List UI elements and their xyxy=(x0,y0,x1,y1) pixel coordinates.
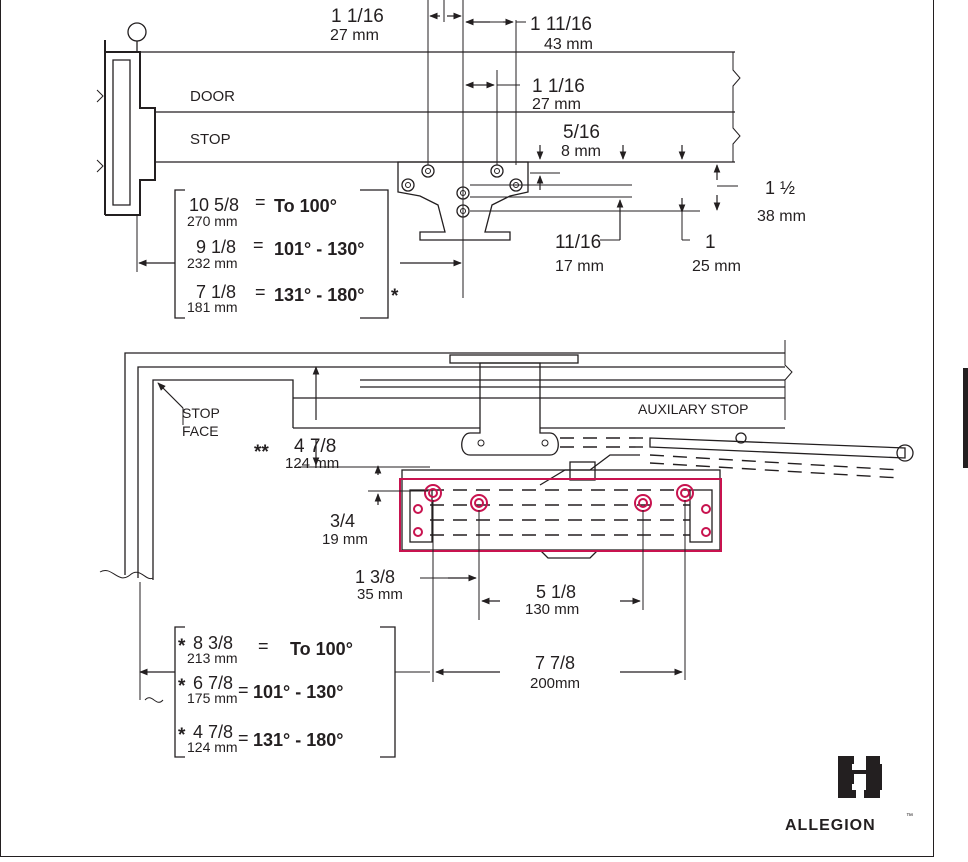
svg-text:8 3/8: 8 3/8 xyxy=(193,633,233,653)
svg-text:=: = xyxy=(238,728,249,748)
table-row: 9 1/8 232 mm = 101° - 130° xyxy=(187,235,364,271)
stop-label: STOP xyxy=(190,131,231,148)
allegion-logo-icon xyxy=(838,756,882,798)
svg-text:4 7/8: 4 7/8 xyxy=(193,722,233,742)
svg-text:131° - 180°: 131° - 180° xyxy=(274,285,364,305)
dim-b-metric: 43 mm xyxy=(544,36,593,53)
stop-face-label: STOP xyxy=(182,405,220,421)
stop-face-label-2: FACE xyxy=(182,423,219,439)
svg-text:To 100°: To 100° xyxy=(290,639,353,659)
dim-height-metric: 124 mm xyxy=(285,455,339,472)
dim-c-metric: 27 mm xyxy=(532,96,581,113)
table-row: * 4 7/8 124 mm = 131° - 180° xyxy=(178,722,343,755)
table-row: * 8 3/8 213 mm = To 100° xyxy=(178,633,353,666)
top-arm-table: 10 5/8 270 mm = To 100° 9 1/8 232 mm = 1… xyxy=(187,192,399,315)
svg-text:10 5/8: 10 5/8 xyxy=(189,195,239,215)
bottom-arm-table: * 8 3/8 213 mm = To 100° * 6 7/8 175 mm … xyxy=(178,633,353,755)
dim-e-imperial: 1 ½ xyxy=(765,178,795,198)
dim-g-imperial: 1 xyxy=(705,232,716,253)
top-view-labels: 1 1/16 27 mm 1 11/16 43 mm DOOR 1 1/16 2… xyxy=(190,6,806,275)
dim-long-metric: 200mm xyxy=(530,675,580,692)
table-row: 7 1/8 181 mm = 131° - 180° * xyxy=(187,282,399,315)
svg-text:=: = xyxy=(238,680,249,700)
svg-text:232 mm: 232 mm xyxy=(187,255,238,271)
svg-text:213 mm: 213 mm xyxy=(187,650,238,666)
dim-height-stars: ** xyxy=(254,442,269,463)
svg-text:270 mm: 270 mm xyxy=(187,213,238,229)
dim-c-imperial: 1 1/16 xyxy=(532,76,585,97)
svg-text:*: * xyxy=(391,286,399,307)
svg-text:175 mm: 175 mm xyxy=(187,690,238,706)
table-row: 10 5/8 270 mm = To 100° xyxy=(187,192,337,229)
bracket-screw-holes xyxy=(401,164,523,218)
auxiliary-stop-label: AUXILARY STOP xyxy=(638,401,749,417)
dim-small-metric: 19 mm xyxy=(322,531,368,548)
svg-text:=: = xyxy=(253,235,264,255)
dim-mid-metric: 130 mm xyxy=(525,601,579,618)
table-row: * 6 7/8 175 mm = 101° - 130° xyxy=(178,673,343,706)
svg-text:101° - 130°: 101° - 130° xyxy=(253,682,343,702)
svg-text:124 mm: 124 mm xyxy=(187,739,238,755)
dim-left-imperial: 1 3/8 xyxy=(355,567,395,587)
dim-g-metric: 25 mm xyxy=(692,258,741,275)
dim-height-imperial: 4 7/8 xyxy=(294,436,336,457)
svg-text:=: = xyxy=(258,636,269,656)
bottom-view-drawing xyxy=(99,340,914,758)
dim-small-imperial: 3/4 xyxy=(330,511,355,531)
svg-text:To 100°: To 100° xyxy=(274,196,337,216)
svg-text:*: * xyxy=(178,636,186,657)
dim-f-metric: 17 mm xyxy=(555,258,604,275)
svg-text:*: * xyxy=(178,725,186,746)
dim-b-imperial: 1 11/16 xyxy=(530,14,592,35)
svg-text:*: * xyxy=(178,676,186,697)
brand-name: ALLEGION xyxy=(785,817,876,834)
dim-d-imperial: 5/16 xyxy=(563,122,600,143)
svg-text:6 7/8: 6 7/8 xyxy=(193,673,233,693)
svg-text:=: = xyxy=(255,192,266,212)
door-label: DOOR xyxy=(190,88,235,105)
brand-trademark: ™ xyxy=(906,813,913,820)
svg-text:101° - 130°: 101° - 130° xyxy=(274,239,364,259)
svg-text:181 mm: 181 mm xyxy=(187,299,238,315)
svg-text:7 1/8: 7 1/8 xyxy=(196,282,236,302)
dim-d-metric: 8 mm xyxy=(561,143,601,160)
dim-mid-imperial: 5 1/8 xyxy=(536,582,576,602)
dim-a-imperial: 1 1/16 xyxy=(331,6,384,27)
dim-a-metric: 27 mm xyxy=(330,27,379,44)
top-view-drawing xyxy=(96,0,741,319)
dim-f-imperial: 11/16 xyxy=(555,232,601,253)
dim-e-metric: 38 mm xyxy=(757,208,806,225)
svg-text:131° - 180°: 131° - 180° xyxy=(253,730,343,750)
svg-text:=: = xyxy=(255,282,266,302)
dim-left-metric: 35 mm xyxy=(357,586,403,603)
svg-text:9 1/8: 9 1/8 xyxy=(196,237,236,257)
dim-long-imperial: 7 7/8 xyxy=(535,653,575,673)
bottom-view-labels: STOP FACE AUXILARY STOP ** 4 7/8 124 mm … xyxy=(182,401,749,692)
